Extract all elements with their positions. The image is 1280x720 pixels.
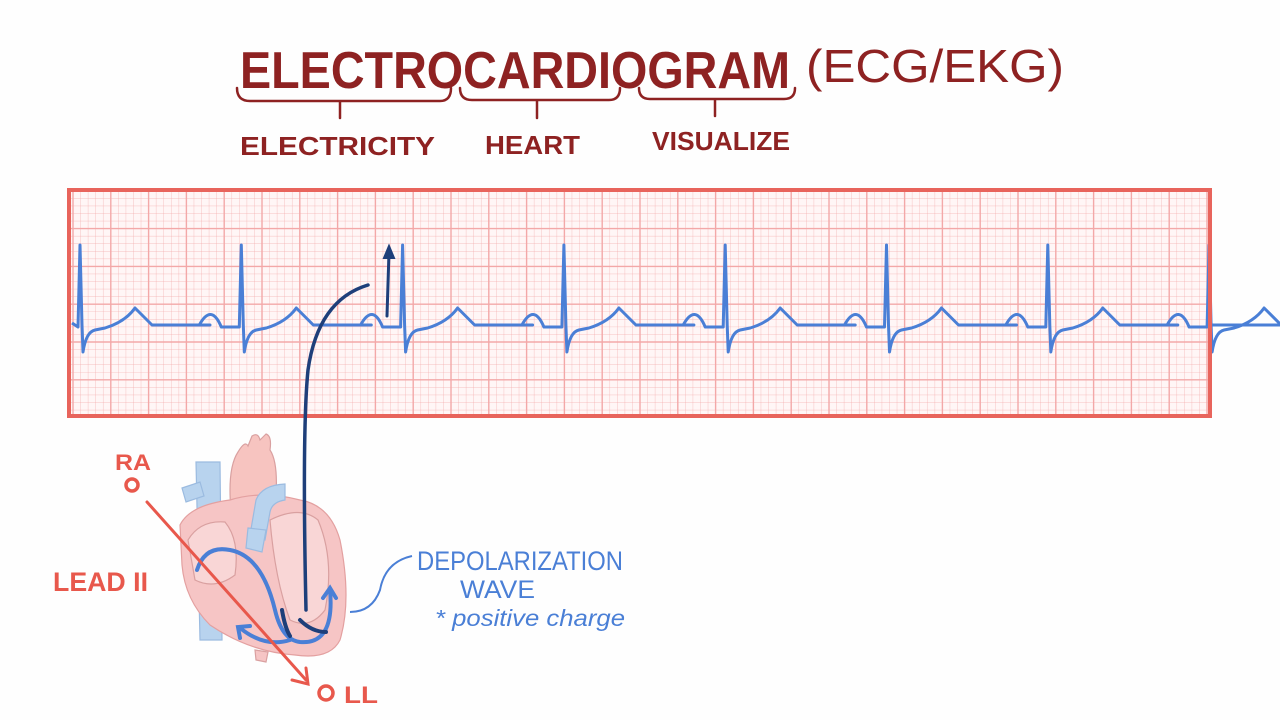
callout-line (349, 555, 413, 613)
depolarization-arrows (195, 547, 338, 645)
wave-label: WAVE (460, 576, 535, 604)
bracket-gram (637, 86, 797, 118)
left-ventricle (269, 511, 330, 624)
pulmonary-vein (245, 527, 267, 553)
label-electricity: ELECTRICITY (240, 131, 435, 161)
bracket-electro (235, 86, 453, 120)
ecg-border (67, 188, 1212, 418)
positive-charge-note: * positive charge (435, 605, 625, 631)
wave-arrow-right (195, 547, 333, 645)
pulmonary-artery (249, 483, 286, 541)
curve-to-heart-head (298, 618, 328, 634)
electrode-ll-icon (317, 684, 335, 702)
upward-deflection-arrowhead (382, 243, 396, 259)
electrode-ra-label: RA (115, 450, 151, 475)
electrode-ll-label: LL (344, 682, 378, 709)
lead-ii-arrowhead (290, 666, 310, 686)
upward-deflection-arrow (385, 250, 391, 318)
title-main: ELECTROCARDIOGRAM (240, 42, 790, 100)
title-group: ELECTROCARDIOGRAM (ECG/EKG) (240, 40, 1064, 100)
wave-arrow-right-head (321, 584, 338, 600)
electrode-ra-icon (124, 477, 140, 493)
lead-ii-vector (124, 477, 335, 702)
lead-ii-label: LEAD II (53, 567, 148, 597)
apex (254, 649, 269, 663)
ecg-strip (67, 188, 1280, 418)
word-part-labels: ELECTRICITY HEART VISUALIZE (240, 126, 790, 161)
depolarization-label: DEPOLARIZATION (417, 546, 623, 576)
vena-cava-branch (181, 481, 205, 503)
curve-to-heart-arrow (302, 283, 370, 612)
label-visualize: VISUALIZE (652, 126, 790, 156)
bracket-cardio (458, 86, 622, 120)
title-abbrev: (ECG/EKG) (806, 40, 1064, 92)
wave-arrow-left-head (235, 624, 252, 640)
wave-arrow-left (238, 626, 292, 645)
word-part-brackets (235, 86, 797, 120)
label-heart: HEART (485, 130, 580, 160)
heart-illustration (179, 433, 347, 663)
mapping-arrows (280, 243, 396, 638)
inner-arrow (280, 608, 292, 638)
lead-ii-arrow (145, 500, 308, 682)
ecg-trace (71, 243, 1280, 354)
